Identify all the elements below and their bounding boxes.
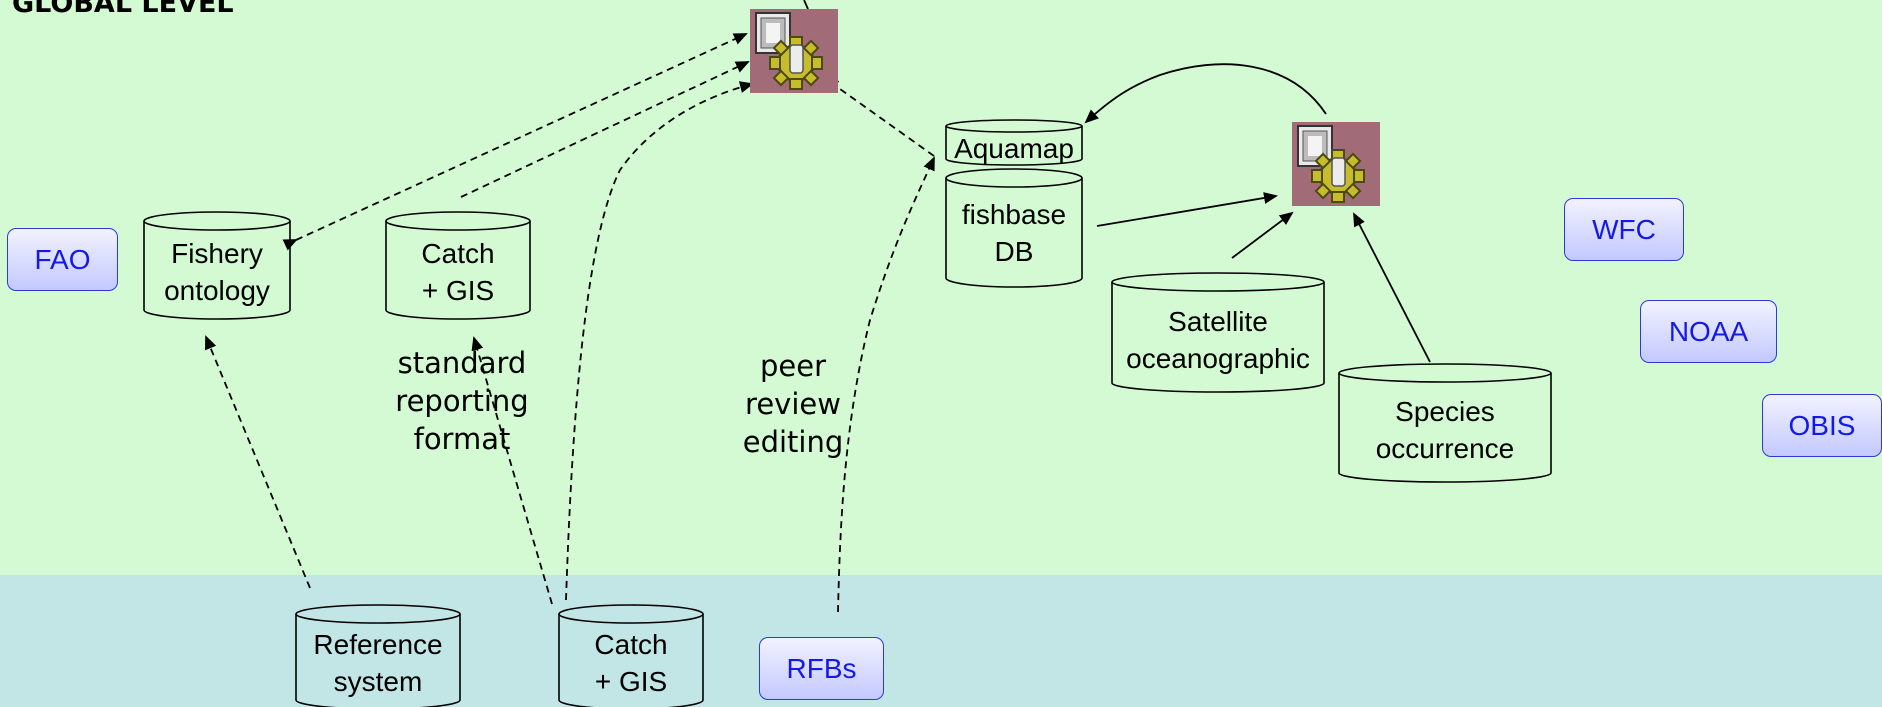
note-standard: standard	[397, 346, 527, 380]
standard-reporting-format-note: standard reporting format	[380, 344, 544, 458]
org-rfbs: RFBs	[759, 637, 884, 700]
cylinder-fishbase-db	[945, 168, 1083, 288]
cylinder-satellite-oceanographic	[1111, 272, 1325, 393]
regional-level-band	[0, 575, 1882, 707]
arrow-satellite-to-service	[1231, 211, 1294, 259]
note-peer: peer	[759, 349, 826, 383]
org-obis: OBIS	[1762, 394, 1882, 457]
arrow-fishery-service-bidirectional	[282, 33, 748, 251]
cylinder-species-occurrence	[1338, 363, 1552, 483]
arrow-catch-gis-to-service	[460, 61, 750, 198]
arrow-rfbs-to-aquamap	[837, 156, 935, 613]
aquamap-label: Aquamap	[954, 132, 1074, 164]
org-fao: FAO	[7, 228, 118, 291]
arrow-species-to-service	[1353, 212, 1431, 363]
reference-system-line-2: system	[333, 666, 423, 697]
note-reporting: reporting	[395, 384, 529, 418]
reference-system-label: Reference system	[296, 626, 460, 700]
gear-database-service-icon	[750, 9, 838, 93]
fishery-ontology-line-1: Fishery	[171, 238, 263, 269]
cylinder-aquamap	[945, 119, 1083, 166]
note-review: review	[745, 387, 841, 421]
species-line-2: occurrence	[1375, 433, 1515, 464]
fishbase-db-line-2: DB	[994, 236, 1034, 267]
arrow-regional-catch-to-service	[565, 81, 754, 601]
arrow-regional-catch-to-catch-gis	[471, 336, 553, 605]
satellite-oceanographic-label: Satellite oceanographic	[1108, 303, 1328, 377]
arrow-fishbase-to-service	[1096, 192, 1278, 227]
species-occurrence-label: Species occurrence	[1339, 393, 1551, 467]
arrow-tick-top-service	[803, 0, 809, 10]
fishbase-db-line-1: fishbase	[961, 199, 1067, 230]
arrow-service-to-aquamap	[1084, 63, 1327, 124]
catch-gis-global-line-1: Catch	[421, 238, 495, 269]
catch-gis-regional-line-2: + GIS	[594, 666, 668, 697]
catch-gis-regional-line-1: Catch	[594, 629, 668, 660]
catch-gis-regional-label: Catch + GIS	[559, 626, 703, 700]
species-line-1: Species	[1395, 396, 1495, 427]
cylinder-reference-system	[295, 604, 461, 707]
gear-database-service-icon	[1292, 122, 1380, 206]
catch-gis-global-label: Catch + GIS	[386, 235, 530, 309]
org-noaa: NOAA	[1640, 300, 1777, 363]
peer-review-editing-note: peer review editing	[722, 347, 864, 461]
org-wfc: WFC	[1564, 198, 1684, 261]
satellite-line-2: oceanographic	[1126, 343, 1310, 374]
note-editing: editing	[742, 425, 844, 459]
fishery-ontology-line-2: ontology	[164, 275, 270, 306]
fishery-ontology-label: Fishery ontology	[144, 235, 290, 309]
catch-gis-global-line-2: + GIS	[421, 275, 495, 306]
global-level-title: GLOBAL LEVEL	[12, 0, 234, 19]
arrow-reference-to-fishery-ontology	[205, 335, 311, 589]
cylinder-catch-gis-regional	[558, 604, 704, 707]
note-format: format	[413, 422, 511, 456]
arrow-aquamap-to-service	[824, 77, 935, 157]
satellite-line-1: Satellite	[1168, 306, 1268, 337]
reference-system-line-1: Reference	[313, 629, 443, 660]
